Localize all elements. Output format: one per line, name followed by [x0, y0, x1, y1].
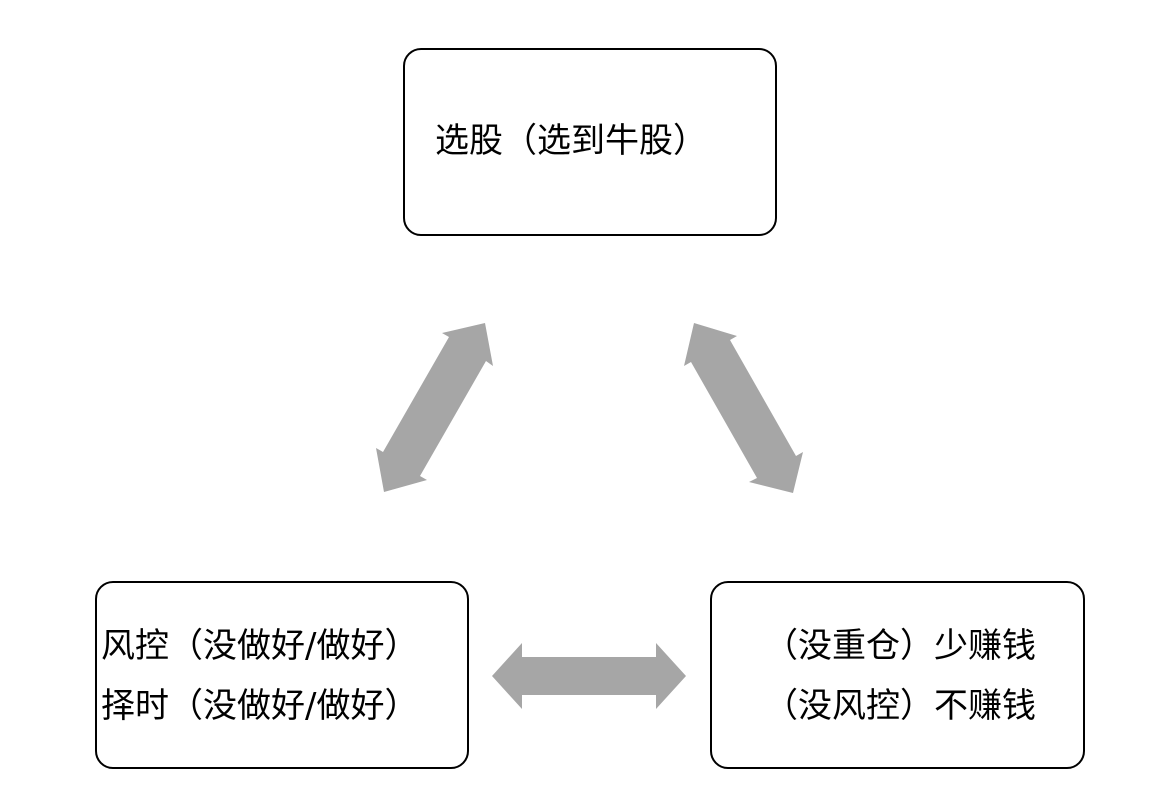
- risk-control-line: 风控（没做好/做好）: [101, 626, 419, 666]
- risk-timing-node: 风控（没做好/做好） 择时（没做好/做好）: [95, 581, 469, 769]
- double-arrow-top-left: [376, 323, 493, 492]
- double-arrow-bottom: [492, 643, 686, 709]
- timing-line: 择时（没做好/做好）: [101, 686, 419, 726]
- stock-selection-line-1: 选股（选到牛股）: [435, 121, 707, 161]
- double-arrow-top-right: [684, 323, 803, 493]
- outcome-line-2: （没风控）不赚钱: [764, 686, 1036, 726]
- stock-selection-text: 选股（选到牛股）: [435, 111, 707, 171]
- risk-timing-text: 风控（没做好/做好） 择时（没做好/做好）: [101, 616, 418, 736]
- outcome-node: （没重仓）少赚钱 （没风控）不赚钱: [710, 581, 1085, 769]
- outcome-line-1: （没重仓）少赚钱: [764, 626, 1036, 666]
- outcome-text: （没重仓）少赚钱 （没风控）不赚钱: [764, 616, 1036, 736]
- stock-selection-node: 选股（选到牛股）: [403, 48, 777, 236]
